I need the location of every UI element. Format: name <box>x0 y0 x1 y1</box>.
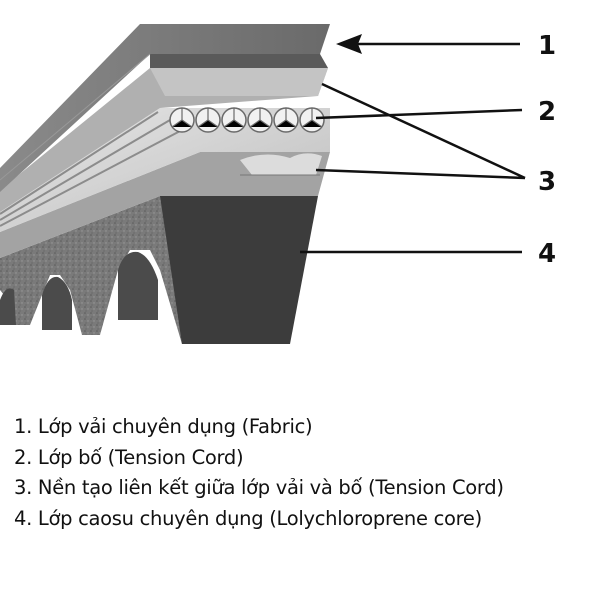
fabric-layer <box>0 24 330 192</box>
legend-list: 1. Lớp vải chuyên dụng (Fabric) 2. Lớp b… <box>14 412 504 534</box>
arrow-icon <box>336 34 362 54</box>
rubber-core-layer <box>0 196 318 344</box>
legend-item-bonding-base: 3. Nền tạo liên kết giữa lớp vải và bố (… <box>14 476 504 499</box>
legend-item-tension-cord: 2. Lớp bố (Tension Cord) <box>14 445 244 469</box>
callout-line-2 <box>315 108 523 120</box>
legend-item-fabric: 1. Lớp vải chuyên dụng (Fabric) <box>14 415 313 438</box>
callout-number-3: 3 <box>538 167 556 197</box>
belt-cross-section-diagram: 1 2 3 4 <box>0 24 556 344</box>
callout-lines <box>300 42 526 254</box>
callout-line-3a <box>321 82 526 180</box>
legend-item-rubber-core: 4. Lớp caosu chuyên dụng (Lolychloropren… <box>14 506 482 530</box>
cushion-layer-lower <box>0 152 330 258</box>
cushion-layer-upper <box>0 68 328 212</box>
callout-number-4: 4 <box>538 239 556 269</box>
tension-cord-layer <box>0 107 330 232</box>
callout-line-3b <box>315 168 526 180</box>
callout-number-1: 1 <box>538 31 556 61</box>
callout-number-2: 2 <box>538 97 556 127</box>
